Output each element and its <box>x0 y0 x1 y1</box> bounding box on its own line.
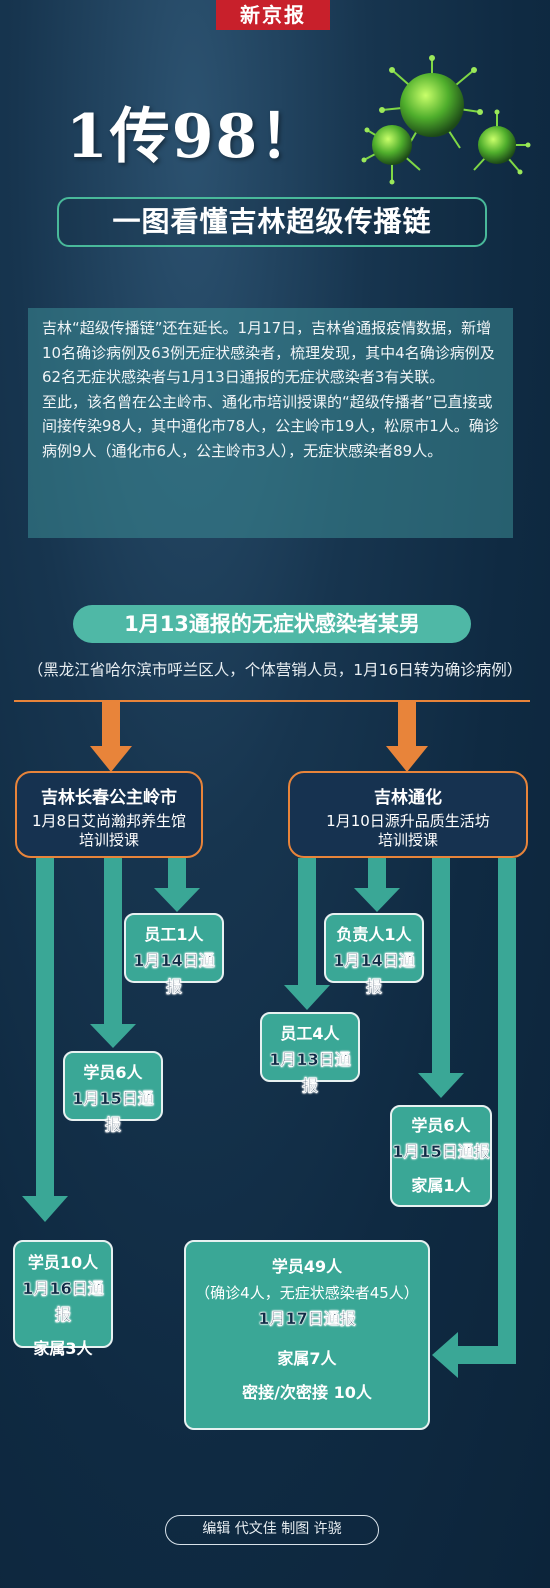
node-head-1: 负责人1人 1月14日通报 <box>324 913 424 996</box>
branch-title: 吉林长春公主岭市 <box>41 788 177 808</box>
virus-icon <box>361 55 531 185</box>
arrow-to-student49 <box>432 858 516 1378</box>
branch-line1: 1月10日源升品质生活坊 <box>326 812 490 830</box>
node-label: 学员10人 <box>27 1253 99 1272</box>
node-label: 学员6人 <box>411 1116 471 1135</box>
node-date: 1月16日通报 <box>22 1279 104 1324</box>
node-date: 1月14日通报 <box>133 951 215 996</box>
node-staff-1: 员工1人 1月14日通报 <box>124 913 224 996</box>
arrow-to-staff1 <box>154 858 200 912</box>
node-student-6-left: 学员6人 1月15日通报 <box>63 1051 163 1134</box>
summary-paragraph-1: 吉林“超级传播链”还在延长。1月17日，吉林省通报疫情数据，新增10名确诊病例及… <box>42 319 495 386</box>
node-extra: 家属1人 <box>411 1176 471 1195</box>
node-date: 1月15日通报 <box>392 1142 490 1161</box>
node-student-10: 学员10人 1月16日通报 家属3人 <box>13 1240 113 1358</box>
node-student-6-right: 学员6人 1月15日通报 家属1人 <box>390 1105 492 1207</box>
node-student-49: 学员49人 （确诊4人，无症状感染者45人） 1月17日通报 家属7人 密接/次… <box>184 1240 430 1430</box>
brand-logo: 新京报 <box>216 0 330 30</box>
branch-line2: 培训授课 <box>377 831 438 849</box>
branch-line2: 培训授课 <box>78 831 139 849</box>
node-date: 1月13日通报 <box>269 1050 351 1095</box>
main-title: 1传98！ <box>66 102 322 172</box>
node-label: 学员49人 <box>271 1257 343 1276</box>
node-date: 1月17日通报 <box>258 1309 356 1328</box>
node-extra: 家属7人 <box>277 1349 337 1368</box>
node-label: 学员6人 <box>83 1063 143 1082</box>
arrow-to-student6-right <box>418 858 464 1098</box>
node-date: 1月15日通报 <box>72 1089 154 1134</box>
arrow-to-student10 <box>22 858 68 1222</box>
node-label: 负责人1人 <box>336 925 412 944</box>
node-date: 1月14日通报 <box>333 951 415 996</box>
summary-panel: 吉林“超级传播链”还在延长。1月17日，吉林省通报疫情数据，新增10名确诊病例及… <box>28 308 513 538</box>
branch-line1: 1月8日艾尚瀚邦养生馆 <box>31 812 187 830</box>
origin-case-description: （黑龙江省哈尔滨市呼兰区人，个体营销人员，1月16日转为确诊病例） <box>27 661 523 679</box>
node-label: 员工1人 <box>144 925 204 944</box>
arrow-to-student6-left <box>90 858 136 1048</box>
branch-tonghua: 吉林通化 1月10日源升品质生活坊 培训授课 <box>288 771 528 858</box>
teal-arrows <box>22 858 516 1378</box>
node-staff-4: 员工4人 1月13日通报 <box>260 1012 360 1095</box>
branch-gongzhuling: 吉林长春公主岭市 1月8日艾尚瀚邦养生馆 培训授课 <box>15 771 203 858</box>
subtitle-banner: 一图看懂吉林超级传播链 <box>57 197 487 247</box>
arrow-to-head1 <box>354 858 400 912</box>
node-note: （确诊4人，无症状感染者45人） <box>195 1284 419 1302</box>
arrow-to-staff4 <box>284 858 330 1010</box>
branch-title: 吉林通化 <box>374 788 442 808</box>
node-label: 员工4人 <box>280 1024 340 1043</box>
orange-arrows <box>90 701 428 772</box>
summary-paragraph-2: 至此，该名曾在公主岭市、通化市培训授课的“超级传播者”已直接或间接传染98人，其… <box>42 392 499 460</box>
node-extra: 家属3人 <box>33 1339 93 1358</box>
node-extra2: 密接/次密接 10人 <box>242 1383 372 1402</box>
origin-case-banner: 1月13通报的无症状感染者某男 <box>73 605 471 643</box>
credits-footer: 编辑 代文佳 制图 许骁 <box>165 1515 379 1545</box>
